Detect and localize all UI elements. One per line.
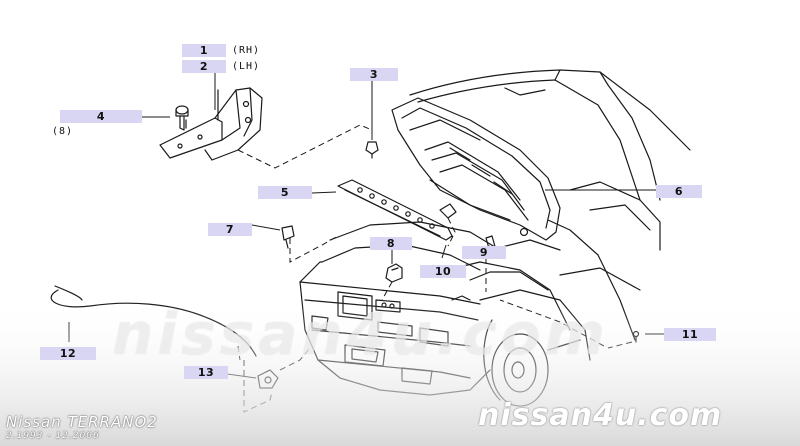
callout-4[interactable]: 4 (60, 110, 142, 123)
hood-hinge-bracket (159, 87, 263, 161)
callout-1[interactable]: 1 (182, 44, 226, 57)
callout-6[interactable]: 6 (656, 185, 702, 198)
vehicle-model: Nissan TERRANO2 (6, 413, 158, 431)
callout-5[interactable]: 5 (258, 186, 312, 199)
vehicle-years: 2.1993 - 12.2006 (6, 431, 100, 441)
hood-panel (391, 97, 561, 241)
bolt-part (175, 105, 189, 131)
callout-2[interactable]: 2 (182, 60, 226, 73)
clip-part-10 (439, 203, 457, 219)
bumper-stop-part (365, 141, 379, 159)
callout-9[interactable]: 9 (462, 246, 506, 259)
clip-part-7 (281, 225, 295, 249)
callout-4-note: (8) (52, 126, 74, 137)
callout-12[interactable]: 12 (40, 347, 96, 360)
bottom-fade (0, 300, 800, 446)
watermark-text: nissan4u.com (112, 300, 609, 368)
hood-seal-strip (337, 179, 453, 241)
callout-7[interactable]: 7 (208, 223, 252, 236)
site-watermark: nissan4u.com (478, 398, 723, 433)
callout-13[interactable]: 13 (184, 366, 228, 379)
callout-3[interactable]: 3 (350, 68, 398, 81)
callout-11[interactable]: 11 (664, 328, 716, 341)
callout-8[interactable]: 8 (370, 237, 412, 250)
callout-1-note: (RH) (232, 45, 261, 56)
callout-2-note: (LH) (232, 61, 261, 72)
callout-10[interactable]: 10 (420, 265, 466, 278)
grommet-part-8 (385, 263, 403, 283)
